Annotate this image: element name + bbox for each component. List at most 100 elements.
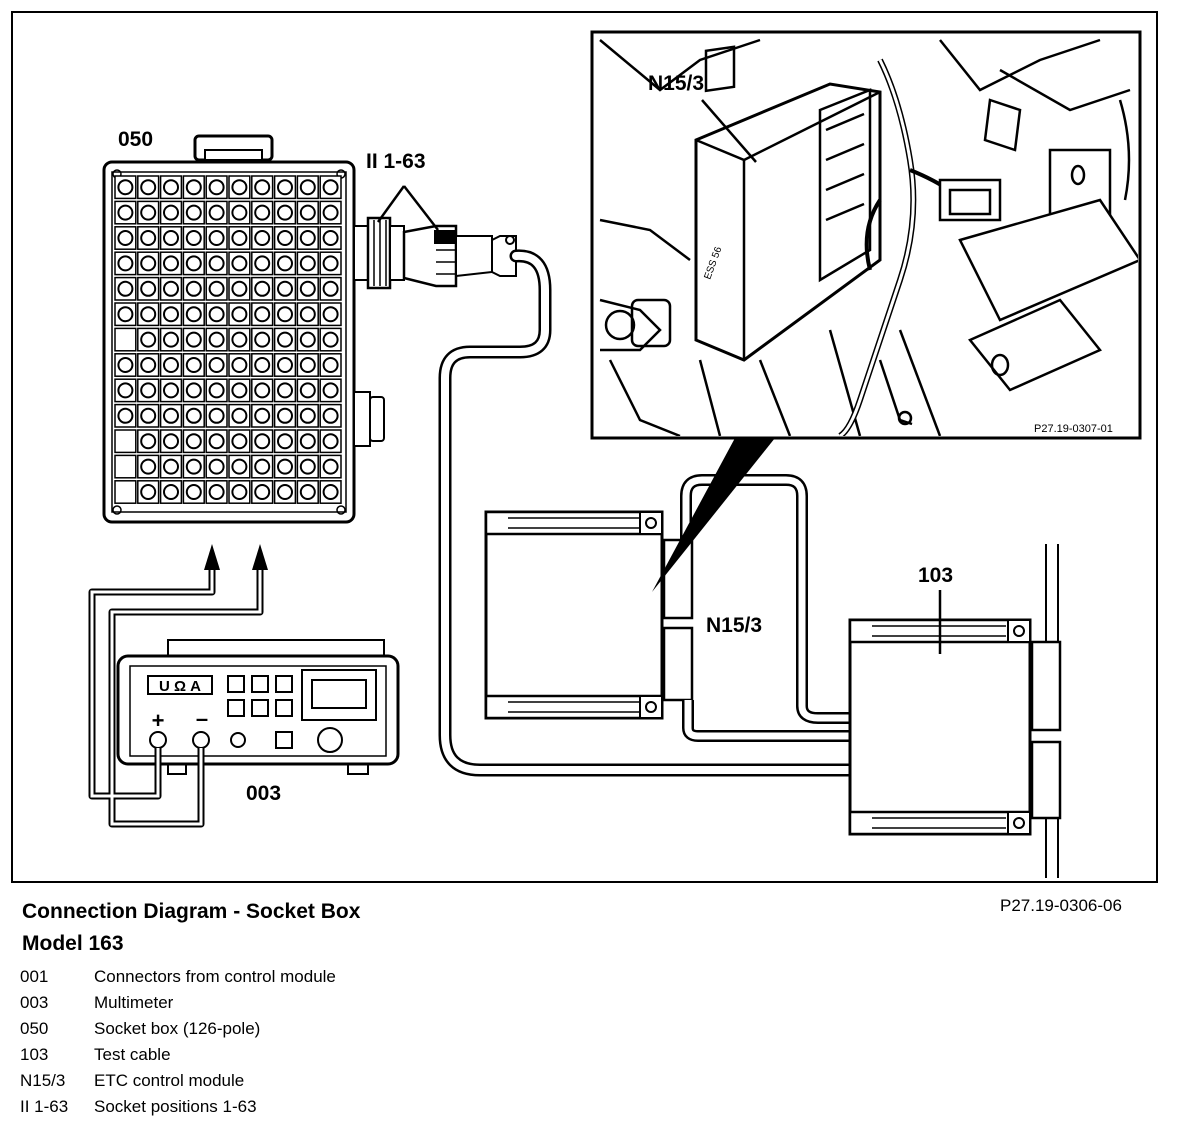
- socket-hole: [140, 357, 157, 373]
- socket-grid: [114, 175, 342, 504]
- socket-hole: [117, 179, 134, 196]
- caption-title: Connection Diagram - Socket Box: [22, 900, 361, 923]
- socket-hole: [117, 382, 134, 399]
- socket-hole: [140, 484, 157, 500]
- socket-hole: [254, 433, 271, 450]
- legend-code: N15/3: [20, 1071, 66, 1090]
- legend-desc: Test cable: [94, 1045, 171, 1064]
- socket-hole: [185, 382, 202, 399]
- socket-hole: [140, 179, 157, 196]
- socket-hole: [299, 280, 316, 297]
- socket-hole: [322, 458, 339, 475]
- socket-hole: [208, 280, 225, 297]
- socket-hole: [322, 306, 339, 323]
- socket-hole: [322, 484, 339, 500]
- socket-hole: [117, 357, 134, 373]
- multimeter-modes: U Ω A: [159, 678, 201, 695]
- socket-hole: [322, 331, 339, 348]
- socket-hole: [185, 357, 202, 373]
- socket-hole: [277, 306, 293, 323]
- socket-hole: [254, 331, 271, 348]
- socket-hole: [254, 230, 271, 246]
- socket-hole: [163, 433, 179, 450]
- diagram-frame: [11, 11, 1158, 883]
- socket-box-label: 050: [118, 128, 153, 151]
- caption-model: Model 163: [22, 932, 124, 955]
- socket-hole: [299, 204, 316, 221]
- socket-hole: [140, 433, 157, 450]
- socket-hole: [117, 306, 134, 323]
- socket-hole: [254, 382, 271, 399]
- socket-hole: [254, 306, 271, 323]
- test-cable-label: 103: [918, 564, 953, 587]
- socket-hole: [299, 306, 316, 323]
- socket-hole: [117, 230, 134, 246]
- socket-hole: [322, 280, 339, 297]
- socket-hole: [299, 433, 316, 450]
- inset-module-label: N15/3: [648, 72, 704, 95]
- socket-hole: [231, 179, 248, 196]
- socket-hole: [322, 204, 339, 221]
- socket-hole: [208, 407, 225, 424]
- multimeter-plus-socket: [149, 731, 167, 749]
- socket-hole: [208, 179, 225, 196]
- socket-hole: [163, 407, 179, 424]
- socket-hole: [254, 484, 271, 500]
- multimeter-plus: +: [152, 708, 165, 733]
- socket-hole: [277, 407, 293, 424]
- socket-hole: [185, 204, 202, 221]
- socket-box-connector: [353, 216, 517, 290]
- socket-hole: [299, 331, 316, 348]
- connection-diagram: 050 II 1-63 U Ω A + –: [11, 11, 1158, 883]
- socket-hole: [299, 255, 316, 272]
- figure-reference: P27.19-0306-06: [1000, 896, 1122, 915]
- socket-hole: [163, 306, 179, 323]
- socket-hole: [185, 230, 202, 246]
- socket-hole: [254, 357, 271, 373]
- socket-hole: [299, 407, 316, 424]
- socket-hole: [322, 255, 339, 272]
- socket-hole: [140, 280, 157, 297]
- socket-hole: [140, 458, 157, 475]
- socket-hole: [140, 306, 157, 323]
- socket-hole: [299, 357, 316, 373]
- socket-hole: [231, 255, 248, 272]
- socket-hole: [208, 357, 225, 373]
- socket-hole: [254, 179, 271, 196]
- socket-hole: [231, 204, 248, 221]
- socket-hole: [163, 382, 179, 399]
- socket-hole: [231, 382, 248, 399]
- legend-desc: Socket box (126-pole): [94, 1019, 261, 1038]
- positions-label: II 1-63: [366, 150, 426, 173]
- socket-hole: [140, 255, 157, 272]
- socket-hole: [277, 255, 293, 272]
- socket-hole: [163, 230, 179, 246]
- socket-hole: [277, 179, 293, 196]
- socket-hole: [322, 230, 339, 246]
- socket-hole: [208, 204, 225, 221]
- socket-hole: [140, 407, 157, 424]
- socket-hole: [208, 331, 225, 348]
- socket-hole: [277, 357, 293, 373]
- socket-hole: [254, 407, 271, 424]
- socket-hole: [117, 204, 134, 221]
- socket-hole: [299, 458, 316, 475]
- socket-hole: [231, 331, 248, 348]
- socket-hole: [208, 382, 225, 399]
- socket-hole: [117, 280, 134, 297]
- multimeter-knob: [317, 727, 343, 753]
- legend-desc: Multimeter: [94, 993, 174, 1012]
- socket-hole: [231, 484, 248, 500]
- socket-hole: [208, 484, 225, 500]
- etc-module: [484, 510, 694, 720]
- socket-hole: [277, 204, 293, 221]
- multimeter-minus: –: [196, 706, 208, 731]
- multimeter-minus-socket: [192, 731, 210, 749]
- socket-hole: [208, 255, 225, 272]
- socket-hole: [185, 331, 202, 348]
- socket-hole: [140, 230, 157, 246]
- socket-hole: [185, 433, 202, 450]
